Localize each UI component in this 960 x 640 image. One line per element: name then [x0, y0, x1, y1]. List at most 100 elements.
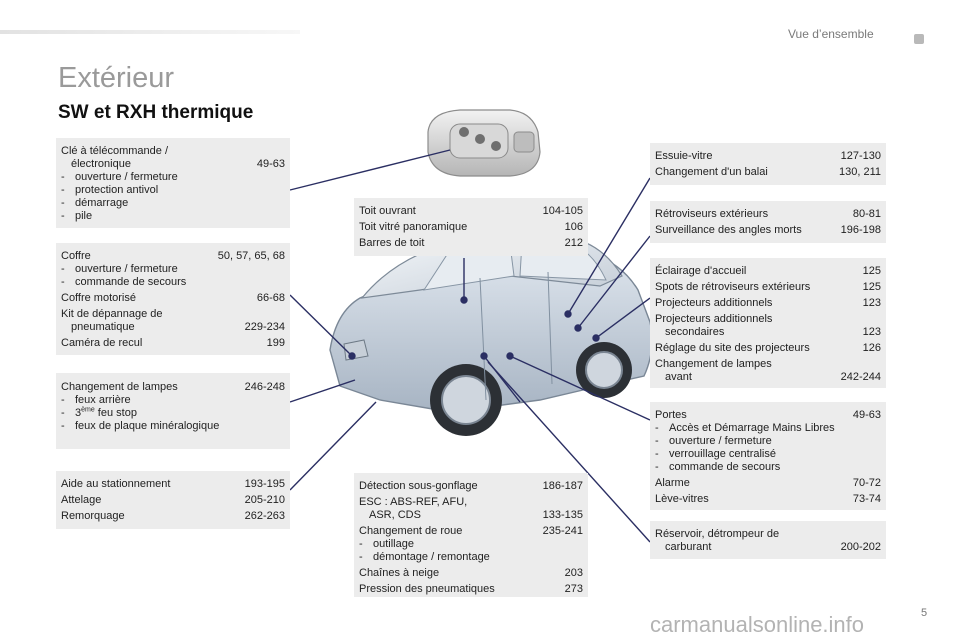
roue-pages: 235-241 — [542, 525, 583, 537]
toit-row-label: Toit vitré panoramique — [359, 221, 468, 233]
essuie-row-label: Essuie-vitre — [655, 150, 713, 162]
spots-label: Spots de rétroviseurs extérieurs — [655, 281, 811, 293]
section-label: Vue d’ensemble — [788, 27, 874, 41]
alarme-pages: 70-72 — [852, 477, 881, 489]
eclairage-pages: 125 — [862, 265, 881, 277]
retro-row-label: Surveillance des angles morts — [655, 224, 802, 236]
projecteurs-secondaires-label: Projecteurs additionnels — [655, 313, 773, 325]
aide-row-label: Aide au stationnement — [61, 478, 171, 490]
portes-item: verrouillage centralisé — [669, 448, 776, 460]
watermark: carmanualsonline.info — [650, 612, 865, 637]
retro-row-pages: 80-81 — [852, 208, 881, 220]
pression-label: Pression des pneumatiques — [359, 583, 495, 595]
retro-row-label: Rétroviseurs extérieurs — [655, 208, 769, 220]
cle-pages: 49-63 — [256, 158, 285, 170]
projecteurs-secondaires-pages: 123 — [862, 326, 881, 338]
reglage-label: Réglage du site des projecteurs — [655, 342, 810, 354]
ordinal-suffix: ème — [81, 406, 95, 414]
page-subtitle: SW et RXH thermique — [58, 102, 254, 123]
essuie-row-pages: 130, 211 — [838, 166, 881, 178]
kit-label-cont: pneumatique — [71, 321, 135, 333]
projecteurs-label: Projecteurs additionnels — [655, 297, 773, 309]
cle-label: Clé à télécommande / — [61, 145, 168, 157]
chaines-pages: 203 — [564, 567, 583, 579]
coffre-motorise-label: Coffre motorisé — [61, 292, 136, 304]
aide-row-label: Remorquage — [61, 510, 125, 522]
header-rule — [0, 30, 300, 34]
portes-item: ouverture / fermeture — [669, 435, 772, 447]
lampes-avant-pages: 242-244 — [840, 371, 881, 383]
cle-label-cont: électronique — [71, 158, 131, 170]
aide-row-pages: 193-195 — [244, 478, 285, 490]
toit-row-label: Toit ouvrant — [359, 205, 416, 217]
box-detection: Détection sous-gonflage 186-187 ESC : ABS… — [354, 473, 588, 597]
box-eclairage: Éclairage d'accueil 125 Spots de rétrovis… — [650, 258, 886, 388]
pression-pages: 273 — [564, 583, 583, 595]
box-essuie-vitre: Essuie-vitre 127-130 Changement d'un bala… — [650, 143, 886, 185]
lampes-arriere-label: Changement de lampes — [61, 381, 178, 393]
reglage-pages: 126 — [862, 342, 881, 354]
cle-item: protection antivol — [75, 184, 159, 196]
coffre-item: commande de secours — [75, 276, 187, 288]
portes-label: Portes — [655, 409, 687, 421]
esc-pages: 133-135 — [542, 509, 583, 521]
detection-label: Détection sous-gonflage — [359, 480, 478, 492]
lampes-arriere-item: feux arrière — [75, 394, 131, 406]
box-reservoir: Réservoir, détrompeur de carburant 200-20… — [650, 521, 886, 559]
coffre-pages: 50, 57, 65, 68 — [217, 250, 285, 262]
aide-row-pages: 205-210 — [244, 494, 285, 506]
portes-pages: 49-63 — [852, 409, 881, 421]
leve-vitres-pages: 73-74 — [852, 493, 881, 505]
header-marker — [914, 34, 924, 44]
reservoir-pages: 200-202 — [840, 541, 881, 553]
essuie-row-label: Changement d'un balai — [655, 166, 768, 178]
key-fob — [427, 109, 541, 177]
car-illustration — [329, 109, 653, 436]
lampes-arriere-item: feux de plaque minéralogique — [75, 420, 220, 432]
projecteurs-pages: 123 — [862, 297, 881, 309]
lampes-arriere-pages: 246-248 — [244, 381, 285, 393]
kit-label: Kit de dépannage de — [61, 308, 163, 320]
roue-item: démontage / remontage — [373, 551, 490, 563]
toit-row-label: Barres de toit — [359, 237, 425, 249]
coffre-item: ouverture / fermeture — [75, 263, 178, 275]
alarme-label: Alarme — [655, 477, 690, 489]
eclairage-label: Éclairage d'accueil — [655, 265, 747, 277]
reservoir-label-cont: carburant — [665, 541, 712, 553]
lampes-avant-label: Changement de lampes — [655, 358, 772, 370]
box-retroviseurs: Rétroviseurs extérieurs 80-81 Surveillanc… — [650, 201, 886, 243]
esc-label-cont: ASR, CDS — [369, 509, 421, 521]
projecteurs-secondaires-cont: secondaires — [665, 326, 725, 338]
kit-pages: 229-234 — [244, 321, 285, 333]
leve-vitres-label: Lève-vitres — [655, 493, 709, 505]
roue-item: outillage — [373, 538, 414, 550]
toit-row-pages: 212 — [564, 237, 583, 249]
ordinal-number: 3 — [75, 407, 82, 419]
camera-pages: 199 — [266, 337, 285, 349]
page-number: 5 — [921, 607, 928, 619]
reservoir-label: Réservoir, détrompeur de — [655, 528, 780, 540]
roue-label: Changement de roue — [359, 525, 463, 537]
portes-item: Accès et Démarrage Mains Libres — [669, 422, 835, 434]
spots-pages: 125 — [862, 281, 881, 293]
toit-row-pages: 106 — [564, 221, 583, 233]
chaines-label: Chaînes à neige — [359, 567, 440, 579]
camera-label: Caméra de recul — [61, 337, 143, 349]
cle-item: démarrage — [75, 197, 129, 209]
cle-item: ouverture / fermeture — [75, 171, 178, 183]
ordinal-rest: feu stop — [94, 407, 137, 419]
coffre-motorise-pages: 66-68 — [256, 292, 285, 304]
coffre-label: Coffre — [61, 250, 91, 262]
lampes-arriere-item: 3ème feu stop — [75, 406, 137, 420]
page-title: Extérieur — [58, 62, 175, 94]
essuie-row-pages: 127-130 — [840, 150, 881, 162]
lampes-avant-cont: avant — [665, 371, 692, 383]
detection-pages: 186-187 — [542, 480, 583, 492]
esc-label: ESC : ABS-REF, AFU, — [359, 496, 468, 508]
